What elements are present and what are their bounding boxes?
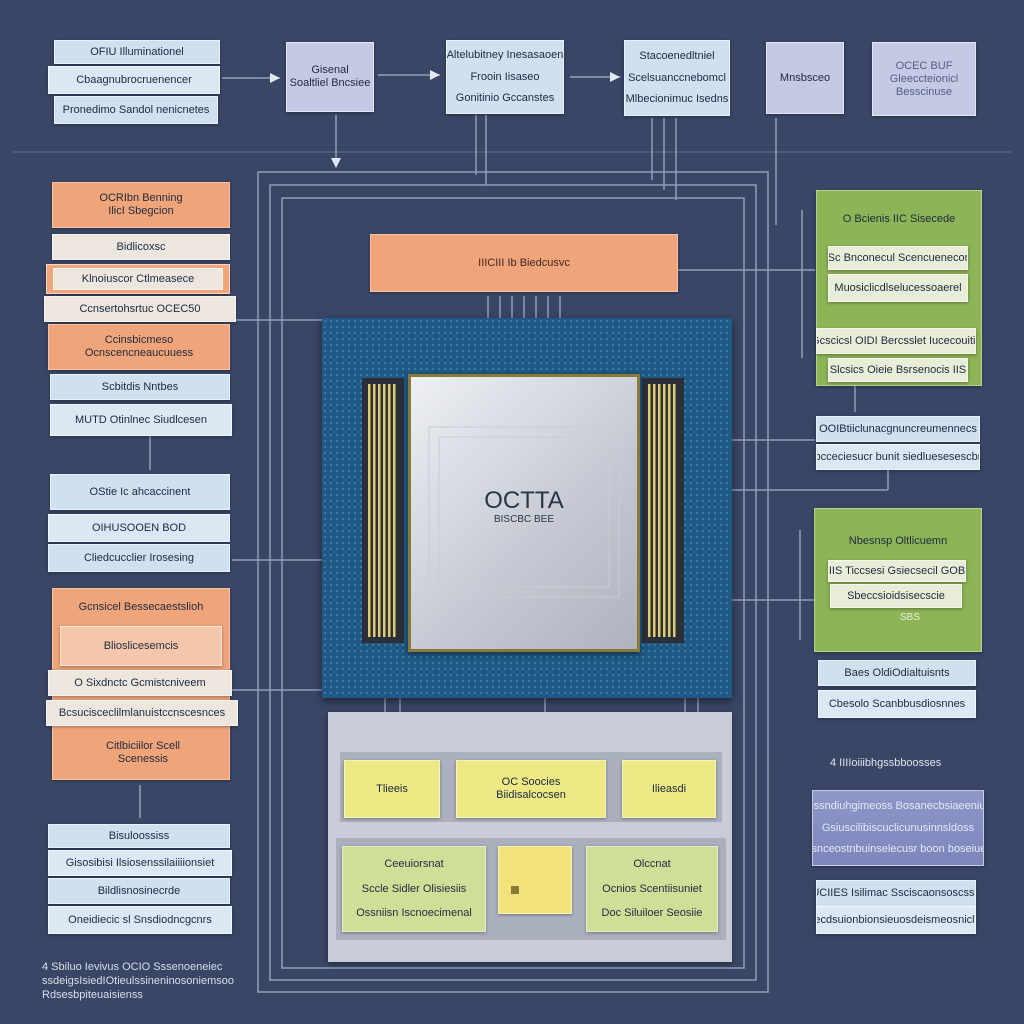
left-orange-3-bottom: Citlbiciilor Scell Scenessis — [56, 732, 230, 774]
left-orange-1: OCRIbn Benning IlicI Sbegcion — [52, 182, 230, 228]
left-footer-line-2: ssdeigsIsiedIOtieulssineninosoniemsoo — [42, 975, 234, 987]
left-item-6: Blioslicesemcis — [60, 626, 222, 666]
memory-bottom-left-title: Ceeuiorsnat — [384, 858, 444, 871]
top-block-3: Stacoenedltniel Scelsuanccnebomcl Mlbeci… — [624, 40, 730, 116]
right-bottom-item-1: IIUCIIES Isilimac Ssciscaonsoscssne — [816, 880, 976, 906]
right-pair2-item-2: Cbesolo Scanbbusdiosnnes — [818, 690, 976, 718]
chip-name: OCTTA — [484, 487, 564, 514]
chip-die-texture — [428, 426, 620, 598]
left-footer-note: 4 Sbiluo Ievivus OCIO Sssenoeneiec ssdei… — [42, 960, 242, 1002]
right-pair2-item-1: Baes OldiOdialtuisnts — [818, 660, 976, 686]
left-group3-item-4: Oneidiecic sl Snsdiodncgcnrs — [48, 906, 232, 934]
top-block-5-line-1: OCEC BUF — [895, 59, 953, 72]
left-orange-3-bottom-line-2: Scenessis — [117, 753, 169, 765]
top-block-2: Altelubitney Inesasaoen Frooin Iisaseo G… — [446, 40, 564, 114]
left-orange-3-bottom-line-1: Citlbiciilor Scell — [106, 740, 180, 752]
left-item-4: Scbitdis Nntbes — [50, 374, 230, 400]
memory-top-2: OC Soocies Biidisalcocsen — [456, 760, 606, 818]
right-lav-line-2: Gsiuscilibiscuclicunusinnsldoss — [821, 821, 975, 834]
top-block-3-line-3: Mlbecionimuc Isedns — [625, 93, 729, 106]
left-orange-3-title: Gcnsicel Bessecaestslioh — [78, 601, 204, 613]
right-green-1-item-2: Muosiclicdlselucessoaerel — [828, 274, 968, 302]
left-footer-line-3: Rdsesbpiteuaisienss — [42, 989, 143, 1001]
memory-bottom-right-title: Olccnat — [633, 858, 671, 871]
top-block-4: Mnsbsceo — [766, 42, 844, 114]
left-group3-item-2: Gisosibisi Ilsiosenssilaiiiionsiet — [48, 850, 232, 876]
right-green-1-item-3: Gcscicsl OIDI Bercsslet Iucecouitic — [816, 328, 976, 354]
right-lav-block: Oossndiuhgimeoss Bosanecbsiaeeniucn Gsiu… — [812, 790, 984, 866]
top-block-5: OCEC BUF Gleeccteionicl Besscinuse — [872, 42, 976, 116]
right-green-2-item-1: IIS Ticcsesi Gsiecsecil GOB — [828, 560, 966, 582]
right-green-1-item-1: Sc Bnconecul Scencuenecor — [828, 246, 968, 270]
left-group2-item-2: OIHUSOOEN BOD — [48, 514, 230, 542]
right-lav-line-1: Oossndiuhgimeoss Bosanecbsiaeeniucn — [813, 799, 983, 812]
right-green-2-title: Nbesnsp Oltlicuemn — [848, 535, 948, 547]
top-left-box-2: Cbaagnubrocruenencer — [48, 66, 220, 94]
top-block-1: Gisenal Soaltliel Bncsiee — [286, 42, 374, 112]
left-orange-2-line-1: Ccinsbicmeso — [104, 334, 174, 346]
memory-bottom-right-line-2: Doc Siluiloer Seosiie — [601, 906, 703, 919]
top-block-1-line-2: Soaltliel Bncsiee — [289, 77, 371, 89]
left-orange-2: Ccinsbicmeso Ocnscencneaucuuess — [48, 324, 230, 370]
left-item-2: Klnoiuscor Ctlmeasece — [53, 268, 223, 290]
left-group3-item-1: Bisuloossiss — [48, 824, 230, 848]
left-item-5: MUTD Otinlnec Siudlcesen — [50, 404, 232, 436]
left-orange-2-line-2: Ocnscencneaucuuess — [84, 347, 194, 359]
left-footer-line-1: 4 Sbiluo Ievivus OCIO Sssenoeneiec — [42, 961, 223, 973]
left-orange-1-line-1: OCRIbn Benning — [99, 192, 183, 204]
top-block-3-line-1: Stacoenedltniel — [639, 49, 715, 62]
top-left-box-3: Pronedimo Sandol nenicnetes — [54, 96, 218, 124]
left-item-1: Bidlicoxsc — [52, 234, 230, 260]
memory-bottom-right: Olccnat Ocnios Scentiisuniet Doc Siluilo… — [586, 846, 718, 932]
memory-bottom-middle — [498, 846, 572, 914]
left-orange-1-line-2: IlicI Sbegcion — [108, 205, 174, 217]
memory-bottom-left-line-2: Ossniisn Iscnoecimenal — [356, 906, 472, 919]
memory-top-2-line-2: Biidisalcocsen — [496, 789, 566, 801]
chip-subtitle: BISCBC BEE — [493, 514, 555, 525]
chip-die — [408, 374, 640, 652]
right-green-2-item-2: Sbeccsioidsisecscie — [830, 584, 962, 608]
center-header-bar: IIICIII Ib Biedcusvc — [370, 234, 678, 292]
memory-bottom-left-line-1: Sccle Sidler Olisiesiis — [361, 882, 467, 895]
top-block-2-line-3: Gonitinio Gccanstes — [455, 91, 555, 104]
right-green-1-title: O Bcienis IIC Sisecede — [842, 213, 956, 225]
left-item-3: Ccnsertohsrtuc OCEC50 — [44, 296, 236, 322]
right-lav-line-3: Dsnceostnbuinselecusr boon boseiuen — [812, 843, 984, 856]
left-item-7: O Sixdnctc Gcmistcniveem — [48, 670, 232, 696]
memory-bottom-middle-mark — [511, 886, 519, 894]
top-block-1-line-1: Gisenal — [311, 64, 349, 76]
top-block-2-line-2: Frooin Iisaseo — [470, 70, 540, 83]
left-item-2-frame: Klnoiuscor Ctlmeasece — [46, 264, 230, 294]
right-green-1-item-4: Slcsics Oieie Bsrsenocis IIS — [828, 358, 968, 382]
top-block-5-line-2: Gleeccteionicl — [889, 72, 959, 85]
right-green-2-extra: SBS — [899, 612, 920, 623]
top-block-3-line-2: Scelsuanccnebomcl — [628, 71, 726, 84]
memory-top-2-line-1: OC Soocies — [501, 776, 561, 788]
right-label: 4 IIIIoiiibhgssbboosses — [830, 757, 942, 769]
memory-bottom-left: Ceeuiorsnat Sccle Sidler Olisiesiis Ossn… — [342, 846, 486, 932]
left-group2-item-3: Cliedcucclier Irosesing — [48, 544, 230, 572]
left-group3-item-3: Bildlisnosinecrde — [48, 878, 230, 904]
left-group2-item-1: OStie Ic ahcaccinent — [50, 474, 230, 510]
memory-bottom-right-line-1: Ocnios Scentiisuniet — [602, 882, 702, 895]
memory-top-1: Tlieeis — [344, 760, 440, 818]
right-pair1-item-1: OOIBtiiclunacgnuncreumennecs — [816, 416, 980, 442]
left-item-8: Bcsucisceclilmlanuistccnscesnces — [46, 700, 238, 726]
top-block-5-line-3: Besscinuse — [895, 85, 953, 98]
memory-top-3: Ilieasdi — [622, 760, 716, 818]
right-pair1-item-2: Cbcceciesucr bunit siedluesesescbnc — [816, 444, 980, 470]
top-left-box-1: OFIU Illuminationel — [54, 40, 220, 64]
right-bottom-item-2: Isecdsuionbionsieuosdeismeosnicles — [816, 906, 976, 934]
top-block-2-line-1: Altelubitney Inesasaoen — [446, 49, 564, 62]
